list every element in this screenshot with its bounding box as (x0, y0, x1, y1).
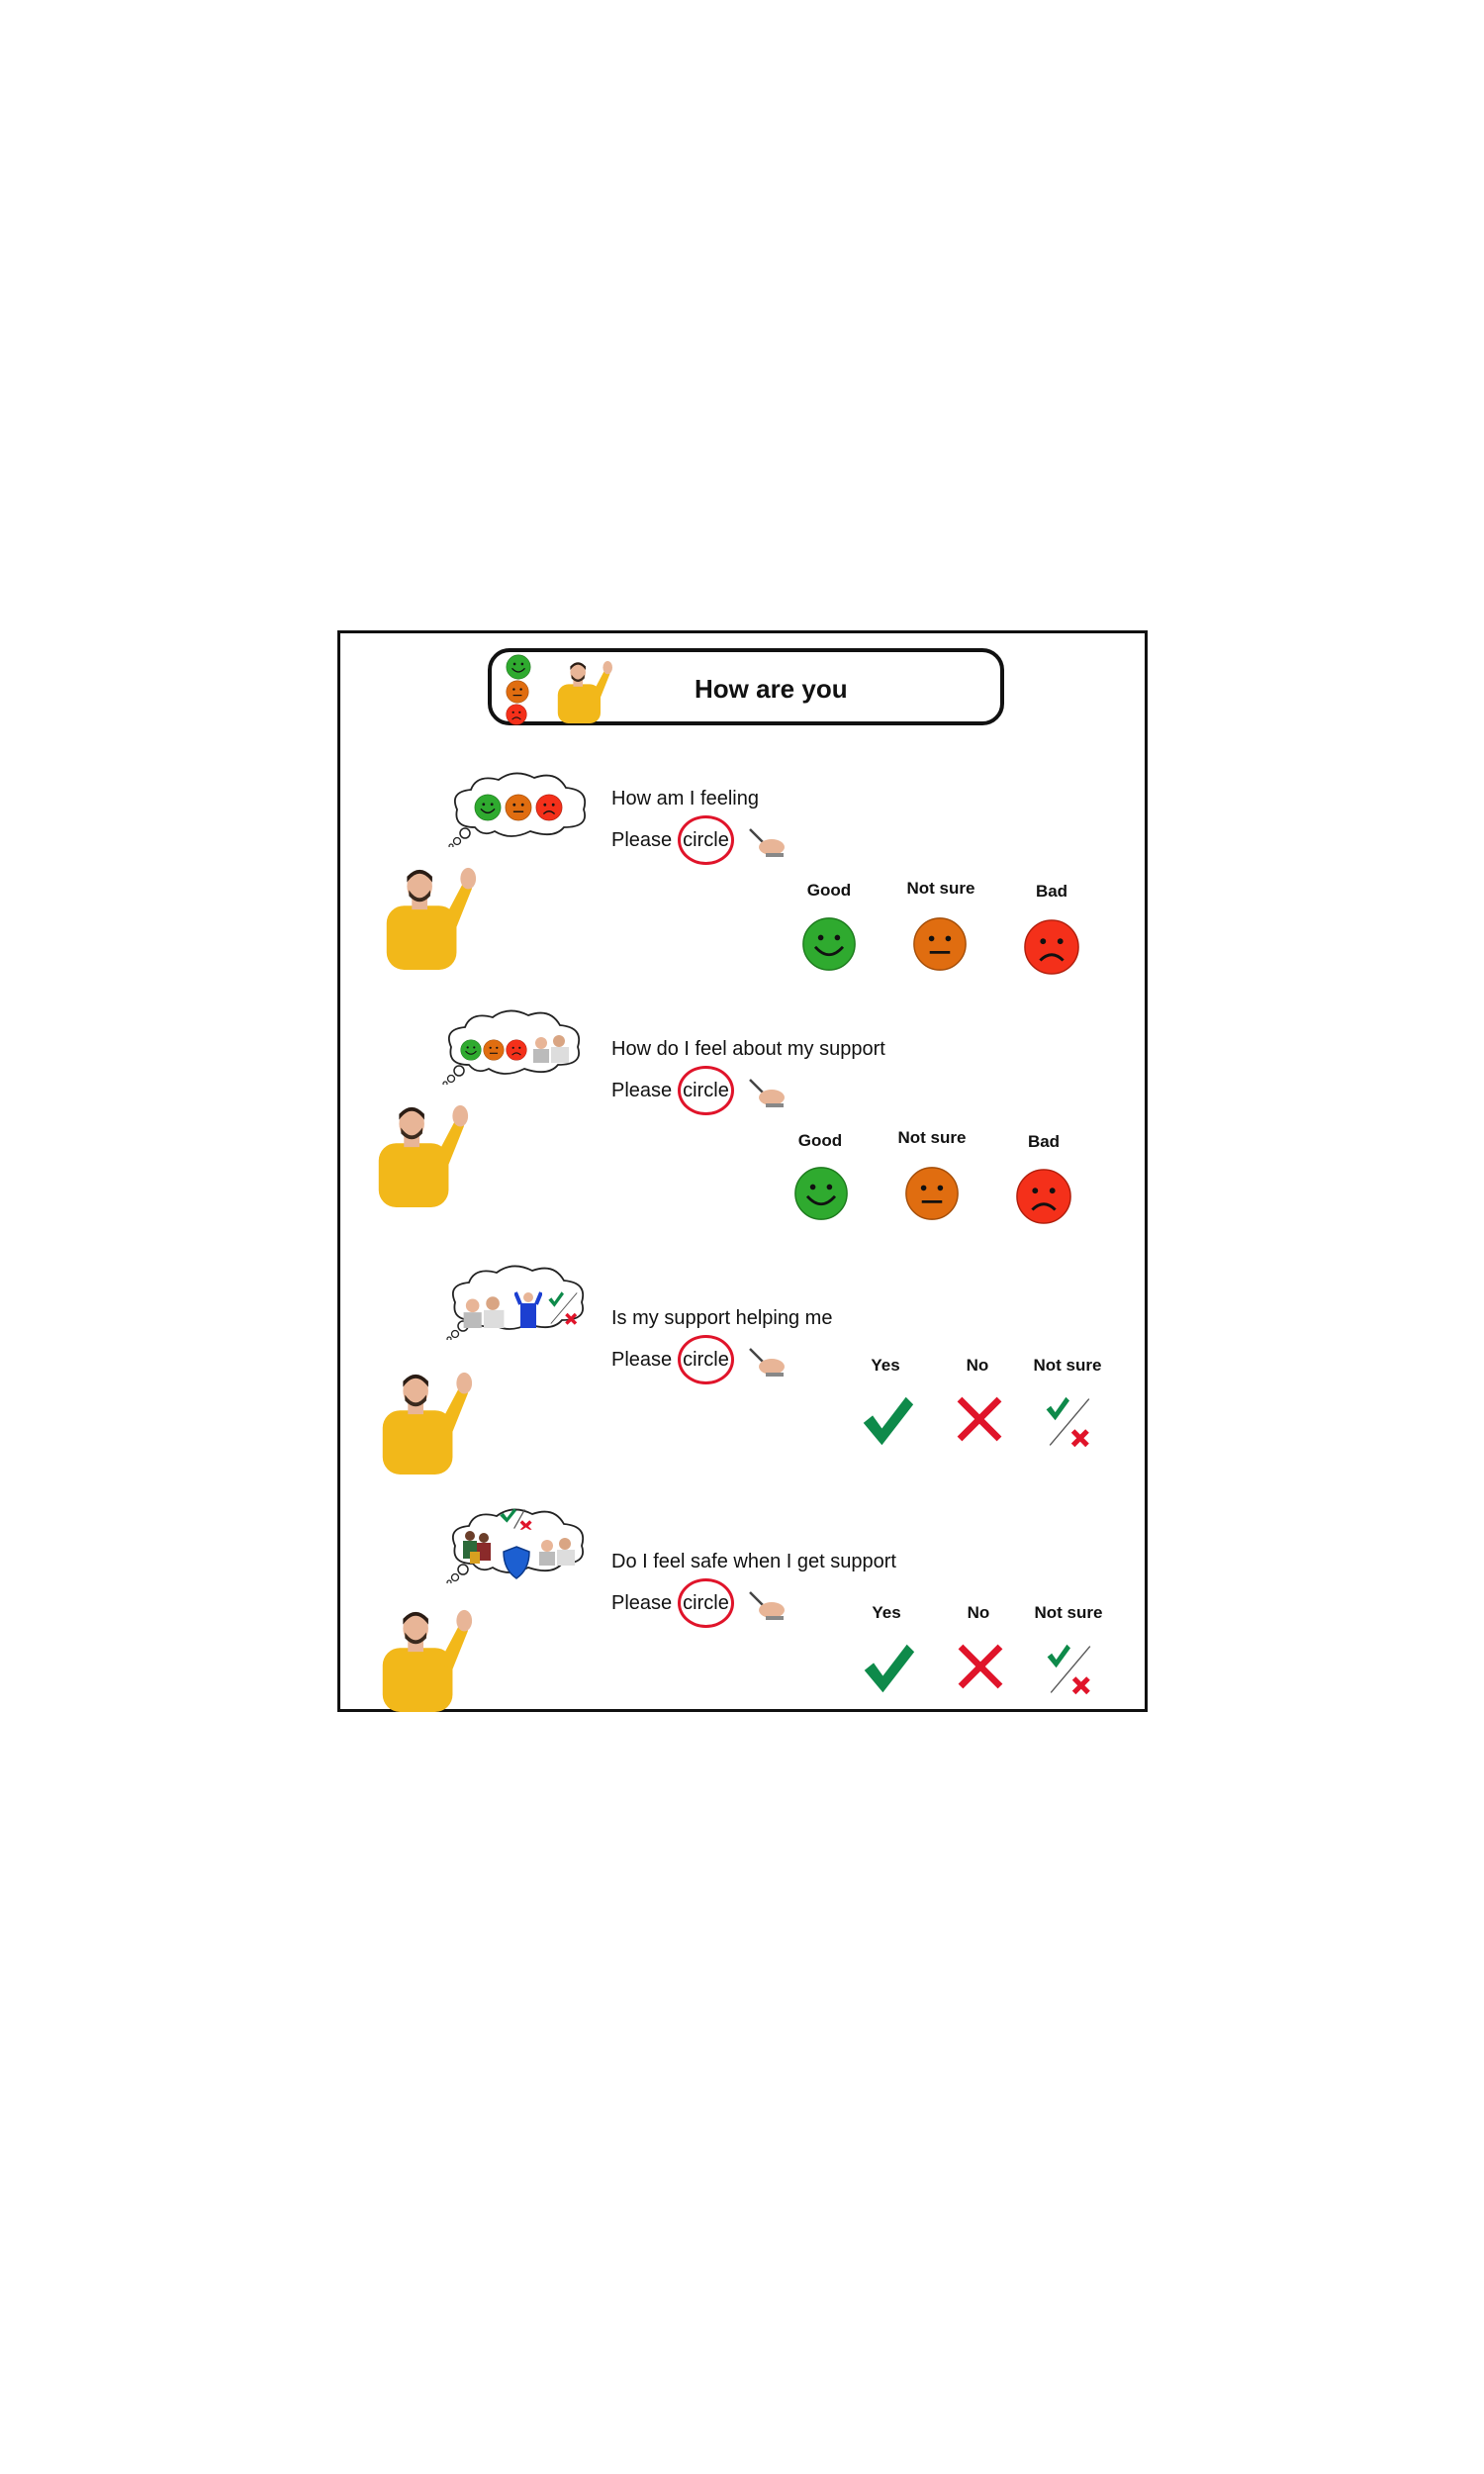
hand-writing-icon (746, 1347, 786, 1377)
title-box: How are you (488, 648, 1004, 725)
option-label-no: No (967, 1603, 990, 1622)
hand-writing-icon (746, 827, 786, 857)
option-label-not-sure: Not sure (897, 1128, 967, 1147)
not-sure-face-option[interactable] (912, 916, 968, 972)
page-title: How are you (695, 674, 848, 704)
bad-face-icon (506, 704, 527, 725)
tick-cross-icon (500, 1508, 532, 1530)
circle-word: circle (678, 1578, 734, 1628)
bad-face-icon (506, 1039, 527, 1061)
not-sure-face-icon (505, 794, 532, 821)
good-face-icon (506, 654, 531, 680)
not-sure-face-icon (483, 1039, 505, 1061)
good-face-icon (474, 794, 502, 821)
good-face-option[interactable] (801, 916, 857, 972)
no-cross-option[interactable] (956, 1395, 1003, 1443)
question-text: How do I feel about my support (611, 1038, 885, 1060)
person-waving-icon (374, 1605, 473, 1712)
circle-word: circle (678, 815, 734, 865)
circle-word: circle (678, 1066, 734, 1115)
option-label-not-sure: Not sure (1033, 1356, 1102, 1375)
option-label-not-sure: Not sure (906, 879, 975, 898)
option-label-good: Good (797, 1131, 843, 1150)
person-waving-icon (370, 1100, 469, 1207)
not-sure-face-option[interactable] (904, 1166, 960, 1221)
prompt-text: Please (611, 1592, 673, 1614)
hand-writing-icon (746, 1078, 786, 1107)
person-waving-icon (374, 1368, 473, 1475)
support-people-icon (531, 1033, 571, 1063)
good-face-option[interactable] (793, 1166, 849, 1221)
support-people-icon (534, 1536, 580, 1566)
yes-tick-option[interactable] (861, 1641, 916, 1696)
prompt-text: Please (611, 829, 673, 851)
option-label-not-sure: Not sure (1034, 1603, 1103, 1622)
circle-word: circle (678, 1335, 734, 1384)
option-label-no: No (966, 1356, 989, 1375)
prompt-text: Please (611, 1080, 673, 1101)
person-waving-icon (551, 658, 614, 723)
bad-face-option[interactable] (1015, 1168, 1072, 1225)
hand-writing-icon (746, 1590, 786, 1620)
support-people-icon (459, 1294, 509, 1328)
good-face-icon (460, 1039, 482, 1061)
option-label-yes: Yes (872, 1603, 901, 1622)
person-waving-icon (378, 863, 477, 970)
option-label-good: Good (806, 881, 852, 900)
question-text: Is my support helping me (611, 1307, 833, 1329)
prompt-text: Please (611, 1349, 673, 1371)
option-label-yes: Yes (871, 1356, 900, 1375)
option-label-bad: Bad (1035, 882, 1068, 901)
question-text: How am I feeling (611, 788, 759, 809)
yes-tick-option[interactable] (860, 1393, 915, 1449)
not-sure-tick-cross-option[interactable] (1044, 1643, 1097, 1696)
family-group-icon (463, 1531, 491, 1564)
question-text: Do I feel safe when I get support (611, 1551, 896, 1572)
tick-cross-icon (546, 1290, 582, 1326)
shield-icon (503, 1546, 530, 1579)
not-sure-tick-cross-option[interactable] (1043, 1395, 1096, 1449)
no-cross-option[interactable] (957, 1643, 1004, 1690)
bad-face-icon (535, 794, 563, 821)
person-cheering-icon (514, 1291, 542, 1328)
not-sure-face-icon (506, 680, 529, 704)
option-label-bad: Bad (1027, 1132, 1061, 1151)
bad-face-option[interactable] (1023, 918, 1080, 976)
